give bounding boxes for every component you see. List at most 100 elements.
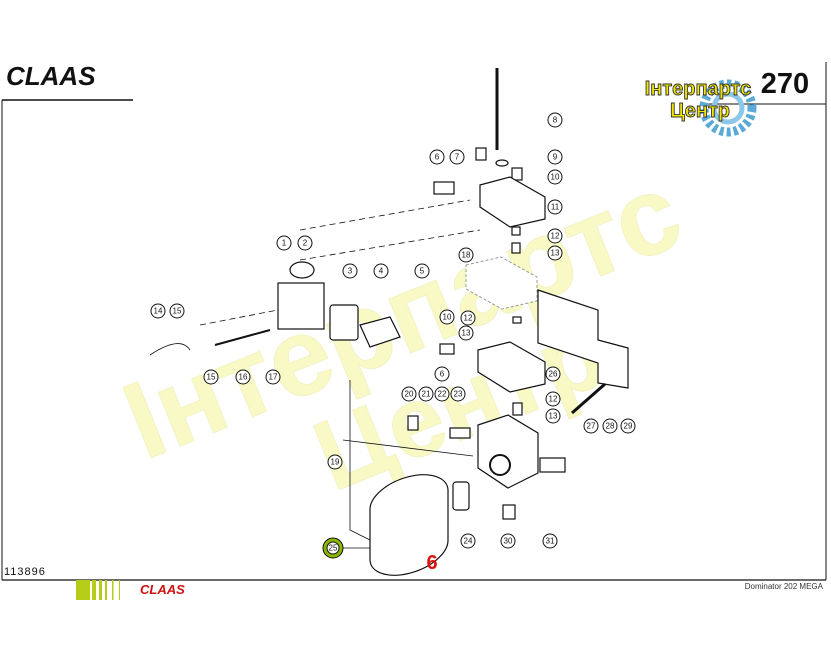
claas-logo-footer: CLAAS xyxy=(140,582,185,597)
svg-text:23: 23 xyxy=(454,390,463,399)
quantity-label: 6 xyxy=(426,552,437,574)
svg-text:27: 27 xyxy=(587,422,596,431)
solenoid-coil xyxy=(277,282,325,330)
svg-text:1: 1 xyxy=(282,239,287,248)
svg-text:8: 8 xyxy=(553,116,558,125)
logo-line1: Інтерпартс xyxy=(645,78,752,100)
svg-text:28: 28 xyxy=(606,422,615,431)
callout[interactable]: 2 xyxy=(297,235,313,251)
seal-ring xyxy=(495,159,509,167)
callout[interactable]: 1 xyxy=(276,235,292,251)
callout[interactable]: 9 xyxy=(547,149,563,165)
valve-block-mid xyxy=(465,256,538,310)
svg-text:6: 6 xyxy=(435,153,440,162)
callout[interactable]: 17 xyxy=(265,369,281,385)
callout[interactable]: 12 xyxy=(547,228,563,244)
callout[interactable]: 11 xyxy=(547,199,563,215)
assembly-line-1 xyxy=(299,199,471,231)
callout[interactable]: 15 xyxy=(203,369,219,385)
stud-rod xyxy=(214,329,271,346)
callout[interactable]: 6 xyxy=(434,366,450,382)
svg-text:10: 10 xyxy=(551,173,560,182)
svg-text:16: 16 xyxy=(239,373,248,382)
claas-logo-header: CLAAS xyxy=(6,61,96,91)
callout[interactable]: 7 xyxy=(449,149,465,165)
svg-text:15: 15 xyxy=(173,307,182,316)
bolt xyxy=(571,382,606,415)
callout[interactable]: 4 xyxy=(373,263,389,279)
callout[interactable]: 30 xyxy=(500,533,516,549)
callout[interactable]: 31 xyxy=(542,533,558,549)
oil-filter xyxy=(369,474,449,576)
svg-text:12: 12 xyxy=(464,314,473,323)
callout[interactable]: 10 xyxy=(547,169,563,185)
svg-text:9: 9 xyxy=(553,153,558,162)
interparts-logo: Інтерпартс Центр 270 xyxy=(644,68,809,137)
banjo-fitting xyxy=(433,181,455,195)
parts-drawing xyxy=(149,68,629,576)
assembly-line-3 xyxy=(199,309,279,326)
svg-text:13: 13 xyxy=(462,329,471,338)
gear-inner xyxy=(711,91,745,125)
model-name: Dominator 202 MEGA xyxy=(745,582,824,591)
svg-text:31: 31 xyxy=(546,537,555,546)
callout[interactable]: 14 xyxy=(150,303,166,319)
bracket-line-19 xyxy=(349,380,371,541)
fitting-lower xyxy=(439,343,455,355)
callout[interactable]: 20 xyxy=(401,386,417,402)
plug-20 xyxy=(407,415,419,431)
svg-text:11: 11 xyxy=(551,203,560,212)
callout[interactable]: 8 xyxy=(547,112,563,128)
plug xyxy=(475,147,487,161)
svg-text:13: 13 xyxy=(551,249,560,258)
callout[interactable]: 15 xyxy=(169,303,185,319)
svg-text:19: 19 xyxy=(331,458,340,467)
callout[interactable]: 12 xyxy=(545,391,561,407)
callout[interactable]: 22 xyxy=(434,386,450,402)
svg-text:22: 22 xyxy=(438,390,447,399)
callout-highlighted[interactable]: 25 xyxy=(322,537,344,559)
callout[interactable]: 26 xyxy=(545,366,561,382)
gasket xyxy=(329,304,359,341)
callout[interactable]: 13 xyxy=(545,408,561,424)
gear-icon xyxy=(699,79,757,137)
callout[interactable]: 19 xyxy=(327,454,343,470)
page-number: 270 xyxy=(761,68,809,100)
svg-text:4: 4 xyxy=(379,267,384,276)
callout[interactable]: 5 xyxy=(414,263,430,279)
callout[interactable]: 12 xyxy=(460,310,476,326)
svg-text:25: 25 xyxy=(329,544,338,553)
callout[interactable]: 3 xyxy=(342,263,358,279)
callout[interactable]: 28 xyxy=(602,418,618,434)
callout[interactable]: 13 xyxy=(547,245,563,261)
callout[interactable]: 21 xyxy=(418,386,434,402)
svg-text:13: 13 xyxy=(549,412,558,421)
svg-text:18: 18 xyxy=(462,251,471,260)
callout[interactable]: 24 xyxy=(460,533,476,549)
svg-text:30: 30 xyxy=(504,537,513,546)
svg-text:5: 5 xyxy=(420,267,425,276)
svg-text:24: 24 xyxy=(464,537,473,546)
callout[interactable]: 10 xyxy=(439,309,455,325)
callout[interactable]: 6 xyxy=(429,149,445,165)
callout[interactable]: 18 xyxy=(458,247,474,263)
assembly-line-2 xyxy=(299,229,481,261)
callout[interactable]: 13 xyxy=(458,325,474,341)
callout[interactable]: 16 xyxy=(235,369,251,385)
logo-line2: Центр xyxy=(670,100,730,122)
valve-block-lower xyxy=(477,341,546,393)
callout[interactable]: 29 xyxy=(620,418,636,434)
svg-text:29: 29 xyxy=(624,422,633,431)
callout-list: 1 2 3 4 5 6 7 8 9 10 11 12 13 18 14 15 1… xyxy=(150,112,636,559)
o-ring-mid xyxy=(512,316,522,324)
callout[interactable]: 23 xyxy=(450,386,466,402)
valve-block-top xyxy=(479,176,546,228)
svg-text:12: 12 xyxy=(549,395,558,404)
footer-brand-stripes xyxy=(76,580,120,600)
connector-plug xyxy=(359,316,401,348)
svg-text:3: 3 xyxy=(348,267,353,276)
callout[interactable]: 27 xyxy=(583,418,599,434)
sensor-31 xyxy=(539,457,566,473)
